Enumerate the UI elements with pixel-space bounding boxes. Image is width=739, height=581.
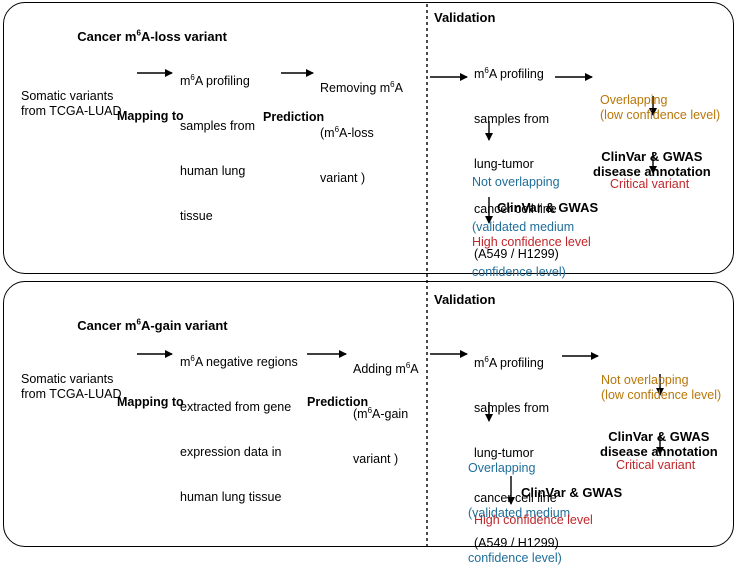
- gain-mapping-label: Mapping to: [117, 395, 184, 409]
- loss-title: Cancer m6A-loss variant: [77, 28, 227, 44]
- loss-removing-m6a: Removing m6A (m6A-loss variant ): [320, 79, 403, 185]
- flow-arrows: [137, 4, 664, 548]
- loss-cellline-profiling: m6A profiling samples from lung-tumor ca…: [474, 65, 559, 261]
- gain-critical-variant: Critical variant: [616, 458, 696, 472]
- loss-clinvar-gwas: ClinVar & GWAS: [497, 200, 599, 215]
- loss-high-confidence: High confidence level: [472, 235, 591, 249]
- gain-title: Cancer m6A-gain variant: [77, 317, 228, 333]
- loss-validation-heading: Validation: [434, 10, 496, 25]
- loss-panel: [3, 2, 734, 274]
- gain-panel: [3, 281, 734, 547]
- gain-negative-regions: m6A negative regions extracted from gene…: [180, 353, 298, 504]
- loss-critical-variant: Critical variant: [610, 177, 690, 191]
- loss-prediction-label: Prediction: [263, 110, 325, 124]
- gain-not-overlapping-low: Not overlapping(low confidence level): [601, 373, 722, 402]
- loss-profiling-samples: m6A profiling samples from human lung ti…: [180, 72, 256, 223]
- gain-adding-m6a: Adding m6A (m6A-gain variant ): [353, 360, 419, 466]
- gain-cellline-profiling: m6A profiling samples from lung-tumor ca…: [474, 354, 559, 550]
- gain-validation-heading: Validation: [434, 292, 496, 307]
- loss-mapping-label: Mapping to: [117, 109, 184, 123]
- gain-prediction-label: Prediction: [307, 395, 369, 409]
- gain-overlapping-medium: Overlapping (validated medium confidence…: [468, 461, 571, 565]
- loss-not-overlapping-medium: Not overlapping (validated medium confid…: [472, 175, 575, 279]
- gain-clinvar-gwas: ClinVar & GWAS: [521, 485, 623, 500]
- gain-high-confidence: High confidence level: [474, 513, 593, 527]
- loss-overlapping-low: Overlapping(low confidence level): [600, 93, 721, 122]
